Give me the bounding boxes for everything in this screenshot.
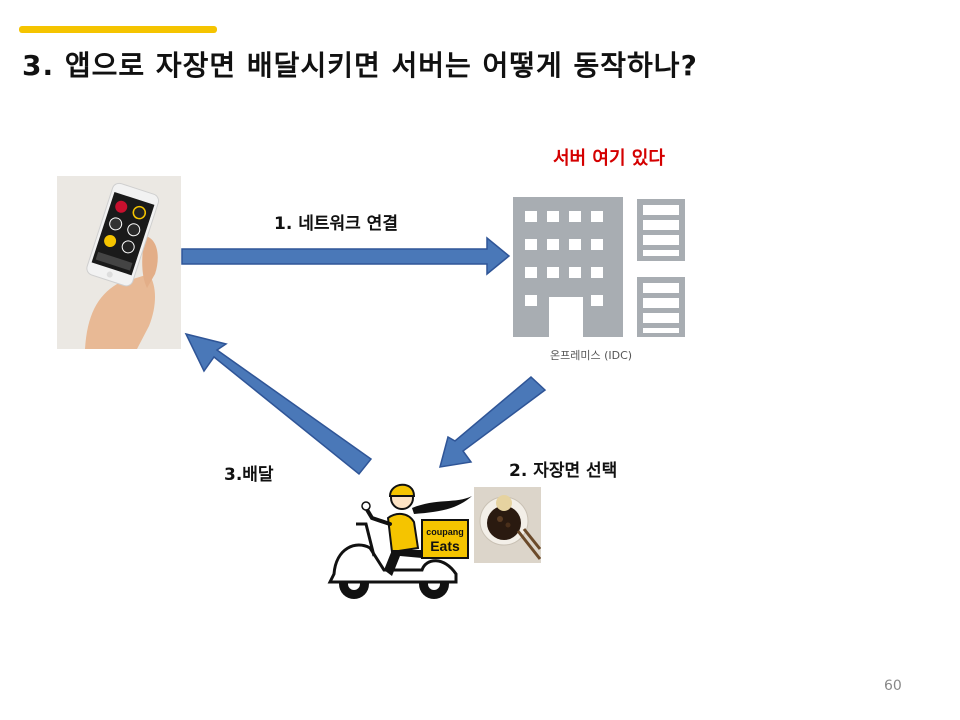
order-arrow bbox=[438, 375, 547, 468]
page-number: 60 bbox=[884, 678, 902, 694]
delivery-arrow bbox=[184, 332, 373, 476]
idc-caption: 온프레미스 (IDC) bbox=[550, 349, 633, 362]
server-rack-icon bbox=[637, 199, 685, 337]
slide-title: 3. 앱으로 자장면 배달시키면 서버는 어떻게 동작하나? bbox=[22, 49, 698, 82]
phone-photo bbox=[57, 176, 181, 349]
badge-line2: Eats bbox=[430, 538, 460, 554]
badge-line1: coupang bbox=[426, 527, 464, 537]
server-location-label: 서버 여기 있다 bbox=[553, 148, 665, 169]
network-arrow bbox=[181, 236, 511, 276]
step1-label: 1. 네트워크 연결 bbox=[274, 214, 398, 234]
building-icon bbox=[513, 197, 685, 337]
jajangmyeon-photo bbox=[474, 487, 541, 563]
step3-label: 3.배달 bbox=[224, 465, 274, 485]
delivery-scooter-icon: coupang Eats bbox=[327, 483, 472, 599]
step2-label: 2. 자장면 선택 bbox=[509, 461, 618, 481]
title-accent-bar bbox=[19, 26, 217, 33]
